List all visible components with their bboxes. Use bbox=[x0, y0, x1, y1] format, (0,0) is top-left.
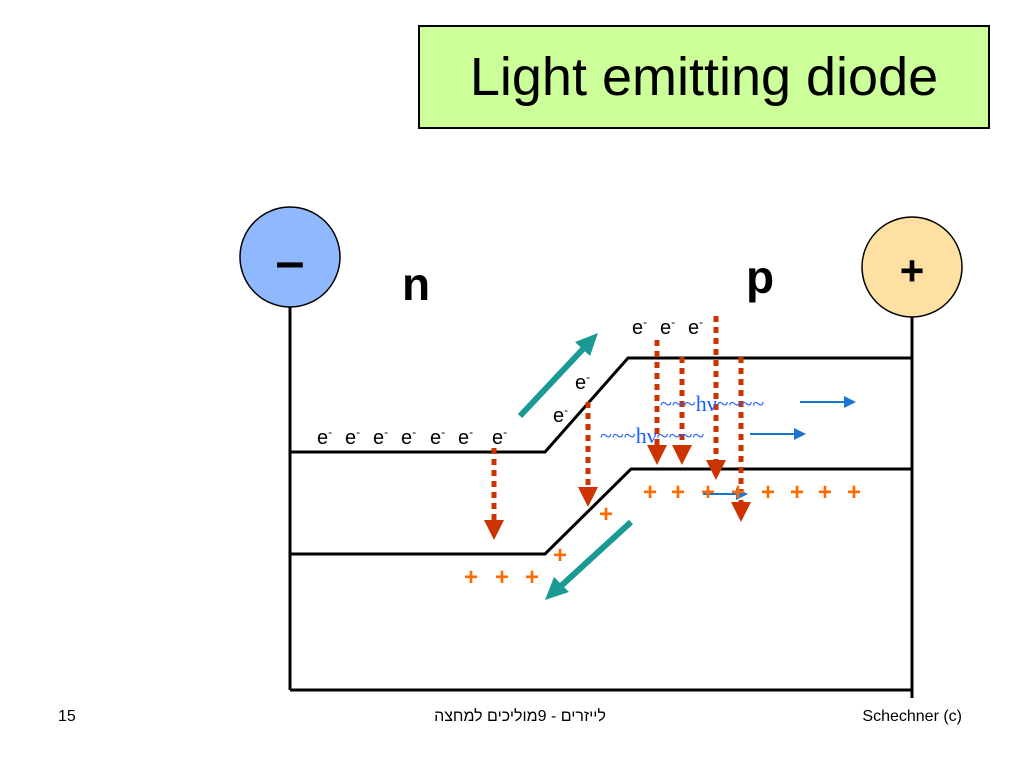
electron-flow-arrow bbox=[517, 346, 586, 419]
electron: e- bbox=[317, 425, 332, 449]
negative-terminal: – bbox=[239, 206, 341, 308]
hole: + bbox=[731, 479, 745, 506]
negative-terminal-symbol: – bbox=[276, 233, 305, 291]
hole: + bbox=[495, 564, 509, 591]
electron: e- bbox=[373, 425, 388, 449]
footer-course-title: לייזרים - 9מוליכים למחצה bbox=[434, 708, 606, 725]
recombination-arrows bbox=[484, 316, 751, 540]
hole: + bbox=[701, 479, 715, 506]
electron: e- bbox=[401, 425, 416, 449]
electron: e- bbox=[632, 315, 647, 339]
hole: + bbox=[643, 479, 657, 506]
holes: + + + + + + + + + + + + + bbox=[464, 479, 861, 591]
electron: e- bbox=[492, 425, 507, 449]
hole-flow-arrow bbox=[558, 519, 634, 589]
slide-number: 15 bbox=[58, 708, 76, 725]
p-region-label: p bbox=[746, 251, 774, 303]
electron: e- bbox=[458, 425, 473, 449]
electron: e- bbox=[575, 370, 590, 394]
valence-band bbox=[290, 467, 912, 556]
positive-terminal-symbol: + bbox=[900, 247, 925, 294]
hole: + bbox=[790, 479, 804, 506]
electron: e- bbox=[660, 315, 675, 339]
hole: + bbox=[599, 501, 613, 528]
hole: + bbox=[761, 479, 775, 506]
p-electrons: e- e- e- bbox=[632, 315, 703, 339]
circuit-frame bbox=[288, 307, 914, 698]
hole: + bbox=[525, 564, 539, 591]
flow-arrows bbox=[517, 333, 634, 600]
footer-copyright: Schechner (c) bbox=[862, 708, 962, 725]
slide-title: Light emitting diode bbox=[469, 47, 939, 107]
hole: + bbox=[464, 564, 478, 591]
electron: e- bbox=[688, 315, 703, 339]
photon-label: ~~~hν~~~~ bbox=[660, 391, 764, 416]
electron: e- bbox=[345, 425, 360, 449]
electron-flow-arrowhead bbox=[575, 333, 598, 356]
electron: e- bbox=[553, 403, 568, 427]
n-electrons: e- e- e- e- e- e- e- bbox=[317, 425, 507, 449]
hole-flow-arrowhead bbox=[545, 577, 569, 600]
n-region-label: n bbox=[402, 258, 430, 310]
hole: + bbox=[671, 479, 685, 506]
photon-label: ~~~hν~~~~ bbox=[600, 423, 704, 448]
junction-electrons: e- e- bbox=[553, 370, 590, 427]
hole: + bbox=[553, 542, 567, 569]
hole: + bbox=[847, 479, 861, 506]
hole: + bbox=[818, 479, 832, 506]
photon-lower: ~~~hν~~~~ bbox=[600, 423, 806, 448]
electron: e- bbox=[430, 425, 445, 449]
title-box: Light emitting diode bbox=[418, 25, 990, 129]
positive-terminal: + bbox=[861, 216, 963, 318]
photon-upper: ~~~hν~~~~ bbox=[660, 391, 856, 416]
